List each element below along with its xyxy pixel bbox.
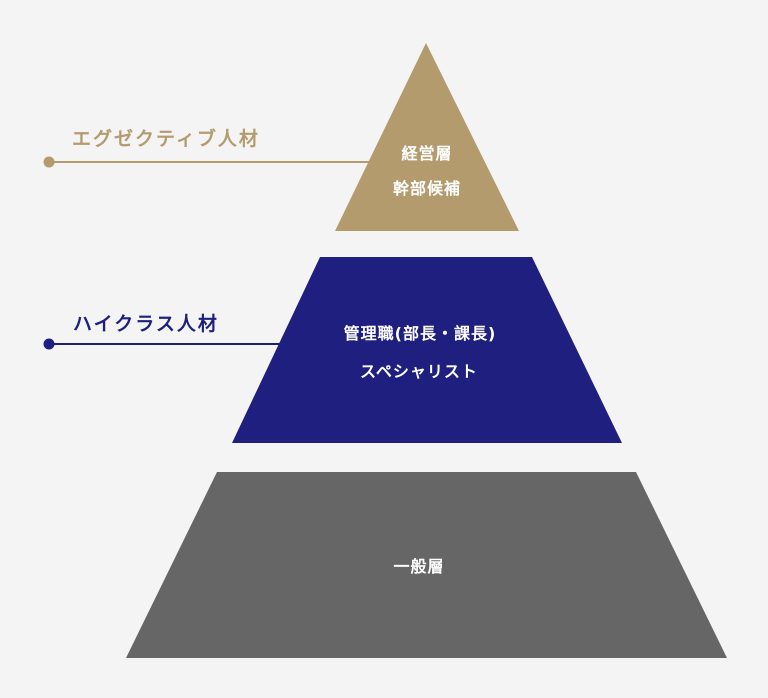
tier-top-line-2: 幹部候補 [392, 179, 462, 198]
executive-connector-dot [43, 156, 55, 168]
tier-middle-line-2: スペシャリスト [360, 362, 478, 381]
tier-top-triangle [335, 43, 519, 231]
executive-talent-label: エグゼクティブ人材 [72, 128, 260, 150]
highclass-talent-label: ハイクラス人材 [73, 313, 219, 335]
highclass-connector-dot [43, 338, 55, 350]
tier-bottom-trapezoid [126, 472, 727, 658]
tier-middle-trapezoid [232, 257, 622, 443]
tier-middle-line-1: 管理職(部長・課長) [343, 324, 497, 343]
executive-connector [43, 156, 370, 168]
tier-bottom-line-1: 一般層 [393, 557, 445, 576]
tier-top-line-1: 経営層 [401, 144, 453, 163]
highclass-connector [43, 338, 290, 350]
